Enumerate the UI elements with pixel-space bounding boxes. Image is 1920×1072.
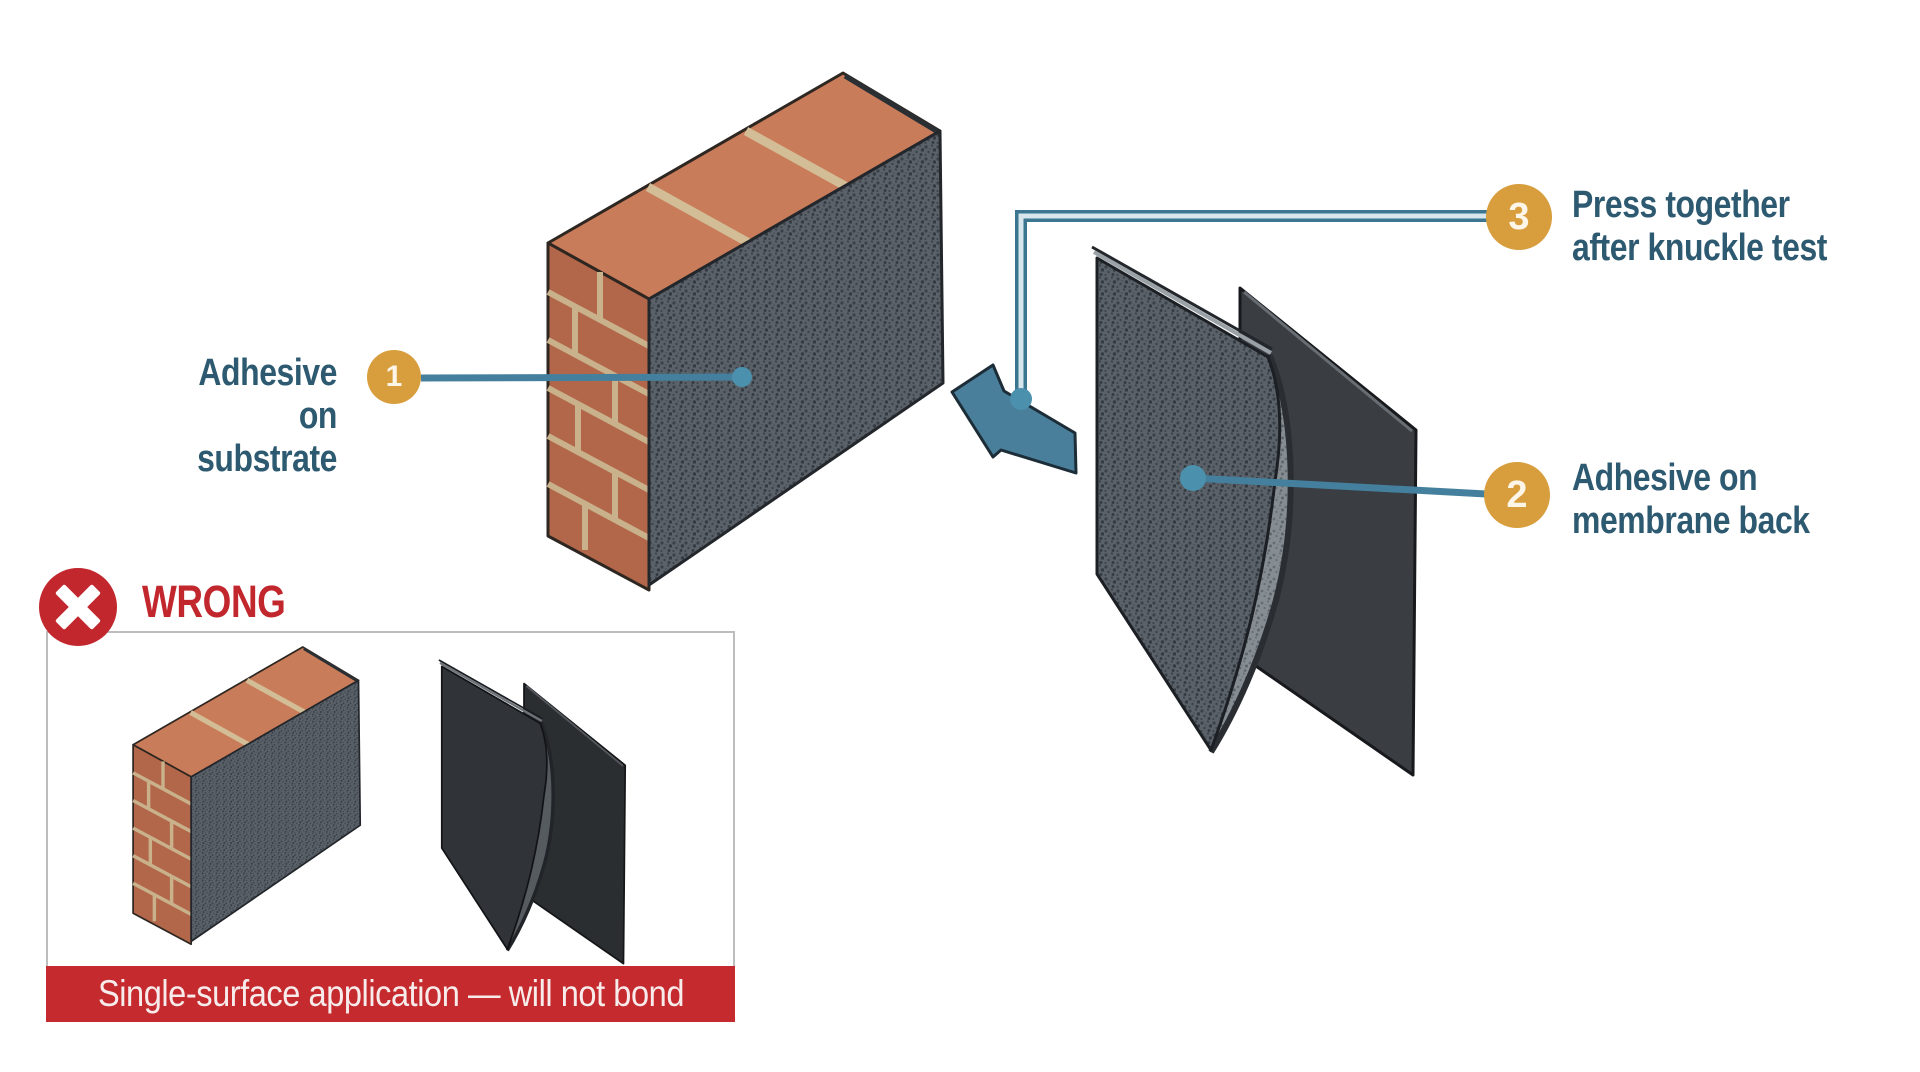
membrane-adhesive-back bbox=[1095, 256, 1282, 752]
leader-dot-substrate bbox=[732, 367, 752, 387]
label-press-together: Press together after knuckle test bbox=[1572, 184, 1828, 269]
step-2-badge: 2 bbox=[1484, 462, 1550, 528]
step-1-badge: 1 bbox=[367, 350, 421, 404]
wrong-title: WRONG bbox=[142, 576, 286, 627]
membrane-edge-highlight bbox=[1243, 290, 1413, 433]
leader-line-step2 bbox=[1192, 474, 1487, 498]
step-3-badge: 3 bbox=[1486, 184, 1552, 250]
label-adhesive-on-membrane: Adhesive on membrane back bbox=[1572, 457, 1810, 542]
membrane-front-sheet bbox=[1238, 286, 1418, 777]
x-icon bbox=[39, 568, 117, 646]
membrane-top-edge-dark bbox=[1091, 245, 1273, 351]
wrong-banner-text: Single-surface application — will not bo… bbox=[97, 973, 684, 1014]
wrong-panel-frame: Single-surface application — will not bo… bbox=[46, 631, 735, 1022]
leader-dot-arrow bbox=[1010, 388, 1032, 410]
membrane-peel-curl bbox=[1209, 353, 1293, 753]
membrane-sheet bbox=[1091, 245, 1418, 777]
membrane-top-edge-light bbox=[1093, 250, 1272, 355]
leader-line-step3 bbox=[1015, 210, 1487, 396]
leader-dot-membrane bbox=[1180, 465, 1206, 491]
press-arrow-icon bbox=[950, 363, 1078, 475]
label-adhesive-on-substrate: Adhesive on substrate bbox=[197, 352, 337, 480]
leader-line-step1 bbox=[420, 373, 743, 382]
wrong-banner: Single-surface application — will not bo… bbox=[46, 966, 735, 1022]
brick-wall bbox=[548, 73, 943, 590]
membrane-peel-edge bbox=[1208, 354, 1294, 754]
